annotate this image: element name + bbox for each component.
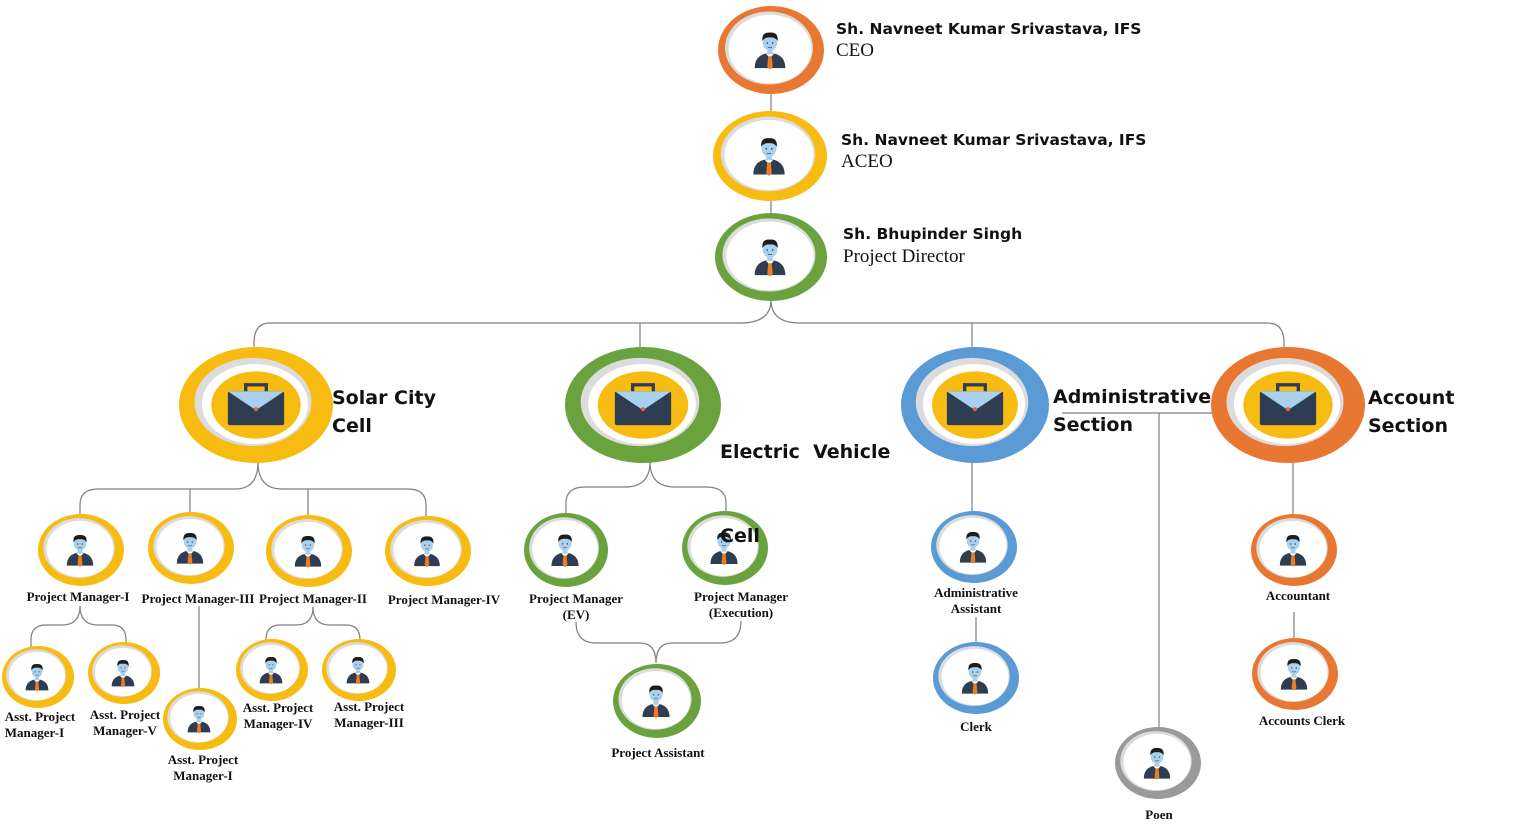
node-asst-project-manager-v — [88, 642, 160, 704]
label-accounts-clerk: Accounts Clerk — [1258, 713, 1346, 728]
connector-pm2-apm-right — [312, 606, 361, 645]
project-director-name: Sh. Bhupinder Singh — [843, 225, 1023, 243]
section-account-section — [1211, 347, 1365, 463]
node-asst-project-manager-i-a — [2, 646, 74, 708]
node-project-assistant — [613, 664, 701, 738]
label-asst-project-manager-i-a: Asst. Project Manager-I — [5, 709, 76, 741]
section-label-electric-vehicle-cell: Electric Vehicle Cell — [720, 382, 890, 578]
connector-ev-pm-left — [565, 461, 651, 514]
label-line1: Asst. Project — [4, 709, 76, 724]
label-line2: Manager-III — [334, 715, 404, 730]
label-project-manager-iv: Project Manager-IV — [387, 592, 501, 607]
label-project-manager-execution: Project Manager (Execution) — [694, 589, 788, 621]
node-accounts-clerk — [1252, 638, 1338, 710]
section-administrative-section — [901, 347, 1049, 463]
connector-pmexec-asst — [655, 620, 742, 664]
node-administrative-assistant — [931, 511, 1017, 583]
node-asst-project-manager-iii — [322, 639, 396, 701]
label-line2: Manager-V — [93, 723, 157, 738]
label-line2: Assistant — [950, 601, 1002, 616]
connector-pm1-apm-left — [30, 605, 81, 650]
label-line1: Project Manager — [529, 591, 623, 606]
node-accountant — [1251, 514, 1337, 586]
label-line2: (Execution) — [708, 605, 774, 620]
section-label-line2: Section — [1053, 414, 1134, 436]
label-line2: (EV) — [562, 607, 590, 622]
aceo-node — [713, 111, 827, 201]
label-asst-project-manager-v: Asst. Project Manager-V — [90, 707, 161, 739]
connector-pm2-apm-left — [265, 606, 314, 645]
label-line1: Administrative — [934, 585, 1018, 600]
project-director-node — [715, 213, 827, 301]
section-label-solar-city-cell: Solar City Cell — [332, 384, 436, 440]
label-line1: Asst. Project — [167, 752, 239, 767]
connector-pm1-apm-right — [79, 605, 127, 648]
label-line2: Manager-I — [4, 725, 65, 740]
aceo-name: Sh. Navneet Kumar Srivastava, IFS — [841, 131, 1147, 149]
label-line2: Manager-I — [173, 768, 233, 783]
section-electric-vehicle-cell — [565, 347, 721, 463]
label-project-manager-i: Project Manager-I — [26, 589, 130, 604]
node-poen — [1115, 727, 1201, 799]
node-project-manager-iv — [385, 516, 471, 586]
node-project-manager-iii — [148, 512, 234, 584]
node-clerk — [933, 642, 1019, 714]
label-administrative-assistant: Administrative Assistant — [934, 585, 1018, 617]
label-line1: Project Manager — [694, 589, 788, 604]
node-asst-project-manager-i-b — [163, 688, 237, 750]
ceo-name: Sh. Navneet Kumar Srivastava, IFS — [836, 20, 1142, 38]
label-line1: Asst. Project — [89, 707, 161, 722]
node-project-manager-ii — [266, 515, 352, 587]
node-asst-project-manager-iv — [236, 639, 308, 701]
label-line2: Manager-IV — [243, 716, 313, 731]
section-solar-city-cell — [179, 347, 333, 463]
node-project-manager-execution — [682, 511, 768, 585]
label-project-assistant: Project Assistant — [611, 745, 705, 760]
label-poen: Poen — [1145, 807, 1173, 822]
connector-pmev-asst — [575, 621, 657, 664]
ceo-title: CEO — [836, 40, 874, 61]
connector-solar-pm-right — [257, 461, 427, 518]
section-label-line2: Section — [1368, 415, 1449, 437]
section-label-account-section: Account Section — [1368, 384, 1454, 440]
section-label-administrative-section: Administrative Section — [1053, 383, 1211, 439]
label-project-manager-iii: Project Manager-III — [141, 591, 255, 606]
section-label-line2: Cell — [332, 415, 372, 437]
label-clerk: Clerk — [960, 719, 992, 734]
node-project-manager-ev — [524, 513, 608, 587]
section-label-line1: Electric Vehicle — [720, 441, 891, 463]
connector-solar-pm-left — [79, 461, 259, 516]
node-project-manager-i — [38, 514, 124, 586]
section-label-line1: Account — [1368, 387, 1455, 409]
connector-pd-solar — [253, 299, 772, 352]
aceo-title: ACEO — [841, 151, 893, 172]
ceo-node — [718, 6, 824, 94]
label-accountant: Accountant — [1265, 588, 1331, 603]
connector-pd-account — [770, 299, 1285, 352]
label-line1: Asst. Project — [333, 699, 405, 714]
label-asst-project-manager-i-b: Asst. Project Manager-I — [168, 752, 239, 784]
label-asst-project-manager-iv: Asst. Project Manager-IV — [243, 700, 314, 732]
section-label-line1: Solar City — [332, 387, 436, 409]
label-asst-project-manager-iii: Asst. Project Manager-III — [334, 699, 405, 731]
section-label-line1: Administrative — [1053, 386, 1212, 408]
label-line1: Asst. Project — [242, 700, 314, 715]
project-director-title: Project Director — [843, 246, 965, 267]
section-label-line2: Cell — [720, 525, 760, 547]
label-project-manager-ii: Project Manager-II — [259, 591, 367, 606]
connector-ev-pm-right — [649, 461, 727, 514]
label-project-manager-ev: Project Manager (EV) — [529, 591, 623, 623]
